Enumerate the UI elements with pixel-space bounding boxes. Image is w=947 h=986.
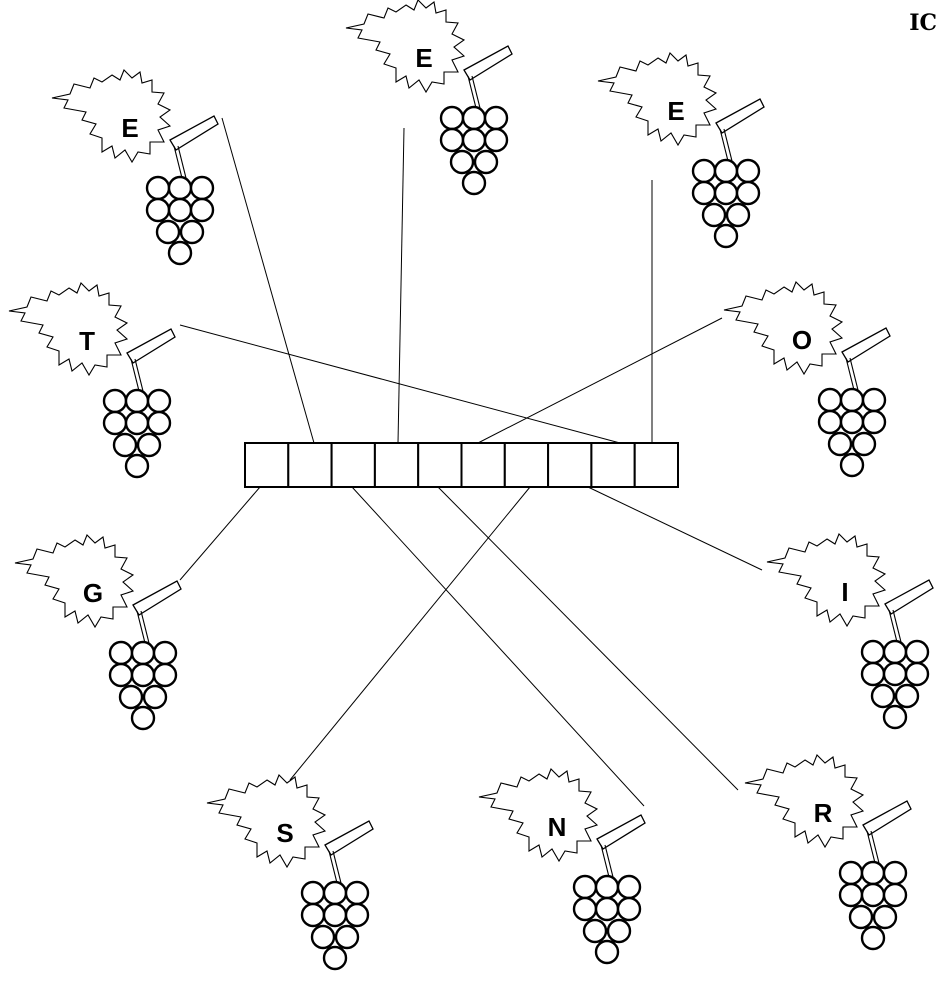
grape-bunch-icon	[302, 882, 368, 969]
grapevine-top-center: E	[346, 0, 512, 194]
vine-letter-top-right: E	[667, 96, 684, 126]
connector-line-7	[588, 487, 762, 570]
grapevine-bottom-right: R	[745, 755, 911, 949]
leaf-icon	[767, 534, 885, 626]
grape-bunch-icon	[840, 862, 906, 949]
connector-line-9	[352, 487, 644, 806]
answer-box-1[interactable]	[245, 443, 288, 487]
grape-bunch-icon	[441, 107, 507, 194]
vine-letter-lower-right: I	[841, 577, 848, 607]
vine-clip	[885, 580, 933, 614]
grapevine-lower-right: I	[767, 534, 933, 728]
connector-line-8	[290, 487, 530, 780]
vine-clip	[464, 46, 512, 80]
grapevine-top-left: E	[52, 70, 218, 264]
vine-letter-mid-left: T	[79, 326, 95, 356]
vine-clip	[716, 99, 764, 133]
leaf-icon	[724, 282, 842, 374]
grapevine-top-right: E	[598, 53, 764, 247]
vine-clip	[133, 581, 181, 615]
grape-bunch-icon	[862, 641, 928, 728]
grapevine-mid-right: O	[724, 282, 890, 476]
leaf-icon	[745, 755, 863, 847]
leaf-icon	[598, 53, 716, 145]
leaf-icon	[207, 775, 325, 867]
vine-clip	[842, 328, 890, 362]
grapevine-bottom-center: N	[479, 769, 645, 963]
answer-box-6[interactable]	[462, 443, 505, 487]
leaf-icon	[52, 70, 170, 162]
grapevine-bottom-left: S	[207, 775, 373, 969]
answer-box-3[interactable]	[332, 443, 375, 487]
vine-letter-bottom-center: N	[548, 812, 567, 842]
connector-line-1	[222, 118, 314, 443]
leaf-icon	[15, 535, 133, 627]
vine-letter-lower-left: G	[83, 578, 103, 608]
leaf-icon	[479, 769, 597, 861]
answer-box-9[interactable]	[591, 443, 634, 487]
vine-clip	[325, 821, 373, 855]
vine-letter-mid-right: O	[792, 325, 812, 355]
vine-clip	[127, 329, 175, 363]
grape-bunch-icon	[693, 160, 759, 247]
leaf-icon	[9, 283, 127, 375]
grapevine-mid-left: T	[9, 283, 175, 477]
connector-line-6	[180, 487, 260, 580]
vine-clip	[863, 801, 911, 835]
grape-bunch-icon	[104, 390, 170, 477]
grape-bunch-icon	[574, 876, 640, 963]
vine-clip	[597, 815, 645, 849]
grape-bunch-icon	[147, 177, 213, 264]
grape-bunch-icon	[110, 642, 176, 729]
grape-bunch-icon	[819, 389, 885, 476]
answer-box-2[interactable]	[288, 443, 331, 487]
vine-letter-bottom-left: S	[276, 818, 293, 848]
vine-letter-top-center: E	[415, 43, 432, 73]
answer-boxes	[245, 443, 678, 487]
connector-line-5	[478, 318, 722, 443]
vine-clip	[170, 116, 218, 150]
answer-box-4[interactable]	[375, 443, 418, 487]
answer-box-7[interactable]	[505, 443, 548, 487]
connector-line-2	[398, 128, 404, 443]
grapevine-lower-left: G	[15, 535, 181, 729]
answer-box-10[interactable]	[635, 443, 678, 487]
answer-box-5[interactable]	[418, 443, 461, 487]
vine-letter-top-left: E	[121, 113, 138, 143]
answer-box-8[interactable]	[548, 443, 591, 487]
vine-letter-bottom-right: R	[814, 798, 833, 828]
leaf-icon	[346, 0, 464, 92]
